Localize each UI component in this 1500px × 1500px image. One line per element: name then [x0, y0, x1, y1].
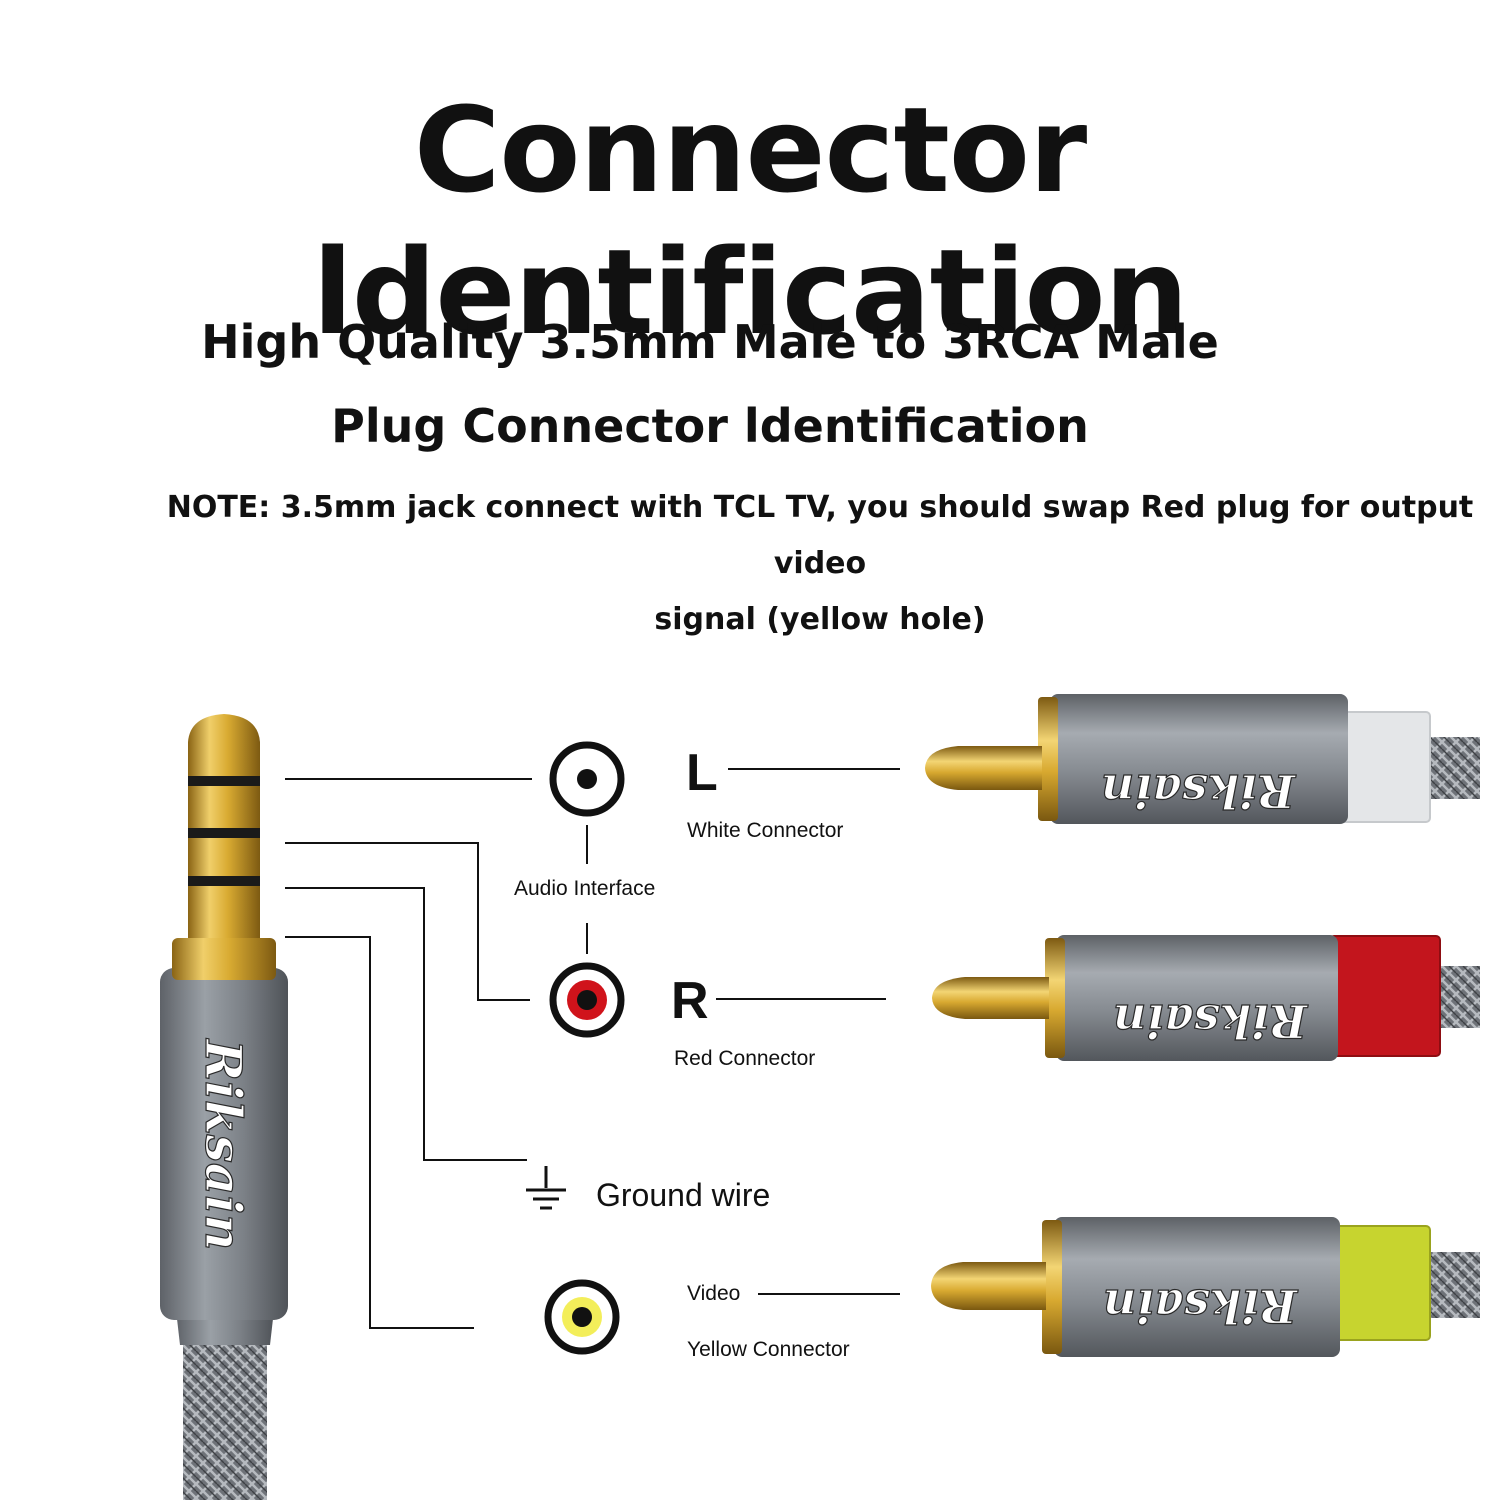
line-ring1-to-right [285, 842, 530, 1001]
trrs-plug: Riksain [160, 714, 288, 1500]
plug-insulator-3 [188, 876, 260, 886]
plug-insulator-1 [188, 776, 260, 786]
subtitle: High Quality 3.5mm Male to 3RCA Male Plu… [100, 300, 1320, 468]
label-audio-interface: Audio Interface [514, 877, 655, 900]
label-yellow-connector: Yellow Connector [687, 1338, 850, 1361]
line-sleeve-to-video [285, 936, 474, 1329]
rca-plug-yellow: Riksain [931, 1217, 1480, 1357]
subtitle-line-1: High Quality 3.5mm Male to 3RCA Male [201, 315, 1219, 369]
plug-sleeve-band [188, 786, 260, 828]
yellow-plug-brand-text: Riksain [1103, 1279, 1299, 1333]
plug-ring-1 [188, 838, 260, 876]
plug-collar [172, 938, 276, 980]
plug-tip [188, 714, 260, 776]
red-plug-brand-text: Riksain [1113, 994, 1309, 1048]
plug-housing [160, 968, 288, 1320]
jack-yellow [544, 1279, 620, 1355]
label-white-connector: White Connector [687, 819, 843, 842]
page-title: Connector ldentification [312, 81, 1188, 361]
note-line-1: NOTE: 3.5mm jack connect with TCL TV, yo… [166, 490, 1474, 581]
label-right: R [671, 972, 709, 1030]
jack-white [549, 741, 625, 817]
line-ring2-to-ground [285, 887, 527, 1161]
plug-insulator-2 [188, 828, 260, 838]
note-line-2: signal (yellow hole) [654, 602, 986, 637]
ground-icon [526, 1166, 566, 1210]
plug-brand-text: Riksain [194, 1037, 253, 1250]
white-plug-brand-text: Riksain [1101, 764, 1297, 818]
plug-cable [183, 1335, 267, 1500]
rca-plug-red: Riksain [932, 935, 1480, 1061]
note: NOTE: 3.5mm jack connect with TCL TV, yo… [165, 480, 1475, 648]
rca-plug-white: Riksain [925, 694, 1480, 824]
label-red-connector: Red Connector [674, 1047, 815, 1070]
label-ground-wire: Ground wire [596, 1177, 770, 1213]
jack-red [549, 962, 625, 1038]
connection-lines [285, 768, 900, 1329]
plug-ring-2 [188, 886, 260, 938]
subtitle-line-2: Plug Connector ldentification [331, 399, 1089, 453]
label-video: Video [687, 1282, 740, 1305]
label-left: L [686, 744, 718, 802]
